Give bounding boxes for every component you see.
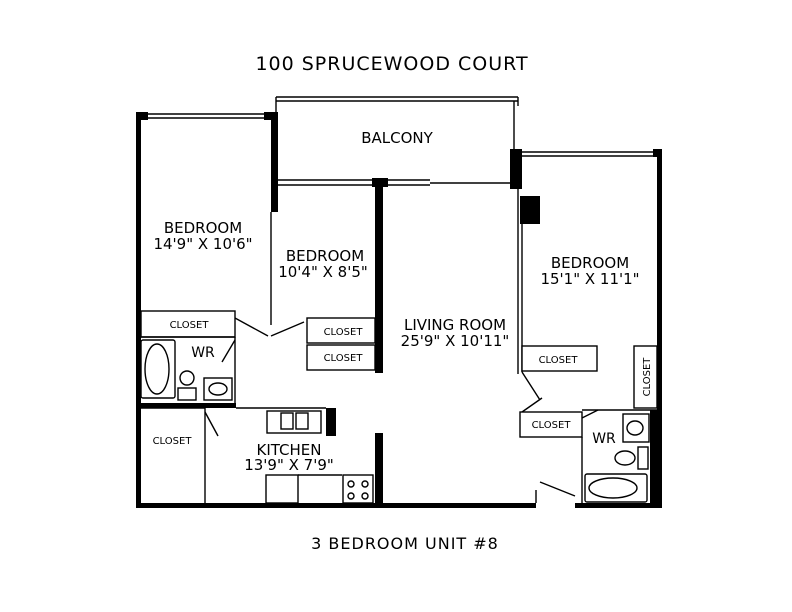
bedroom-3-closet-a: CLOSET (521, 345, 598, 372)
bedroom-3-closet-b-label: CLOSET (532, 420, 572, 431)
plan-title: 100 SPRUCEWOOD COURT (255, 53, 528, 75)
living-room-size: 25'9" X 10'11" (401, 332, 510, 350)
bedroom-2-closet-a-label: CLOSET (324, 327, 364, 338)
right-vertical-closet: CLOSET (633, 345, 658, 409)
left-washroom-door (221, 339, 236, 363)
kitchen-name: KITCHEN (257, 441, 322, 459)
bedroom-3-closet-b: CLOSET (519, 411, 583, 438)
bedroom-2-size: 10'4" X 8'5" (278, 263, 368, 281)
unit-subtitle: 3 BEDROOM UNIT #8 (311, 534, 499, 553)
bedroom-2-door (270, 321, 305, 337)
left-washroom: WR (136, 336, 236, 408)
right-washroom: WR (581, 409, 658, 505)
bedroom-2-closet-b: CLOSET (306, 344, 376, 371)
entry-closet: CLOSET (141, 407, 219, 447)
bedroom-3: BEDROOM 15'1" X 11'1" (540, 254, 639, 288)
bedroom-2-name: BEDROOM (286, 247, 364, 265)
bedroom-1: BEDROOM 14'9" X 10'6" (153, 219, 252, 253)
bedroom-3-name: BEDROOM (551, 254, 629, 272)
balcony-label: BALCONY (361, 129, 433, 147)
bedroom-2: BEDROOM 10'4" X 8'5" (278, 247, 368, 281)
kitchen-size: 13'9" X 7'9" (244, 456, 334, 474)
bedroom-3-size: 15'1" X 11'1" (540, 270, 639, 288)
bedroom-1-closet-label: CLOSET (170, 320, 210, 331)
left-washroom-label: WR (191, 345, 215, 361)
bedroom-3-closet-a-label: CLOSET (539, 355, 579, 366)
balcony: BALCONY (275, 96, 519, 150)
living-room: LIVING ROOM 25'9" X 10'11" (401, 316, 510, 350)
right-washroom-label: WR (592, 431, 616, 447)
bedroom-3-door (521, 371, 543, 413)
right-washroom-door (581, 409, 599, 419)
living-room-name: LIVING ROOM (404, 316, 506, 334)
bedroom-1-door (234, 317, 269, 337)
bedroom-1-name: BEDROOM (164, 219, 242, 237)
entry-closet-label: CLOSET (153, 436, 193, 447)
bedroom-1-closet: CLOSET (140, 310, 236, 338)
bedroom-1-size: 14'9" X 10'6" (153, 235, 252, 253)
entry-closet-door (204, 411, 219, 437)
right-vertical-closet-label: CLOSET (642, 357, 653, 397)
exterior-walls (136, 112, 662, 508)
bedroom-2-closet-a: CLOSET (306, 317, 376, 344)
entry-door (539, 481, 576, 497)
bedroom-2-closet-b-label: CLOSET (324, 353, 364, 364)
kitchen: KITCHEN 13'9" X 7'9" (204, 407, 374, 504)
